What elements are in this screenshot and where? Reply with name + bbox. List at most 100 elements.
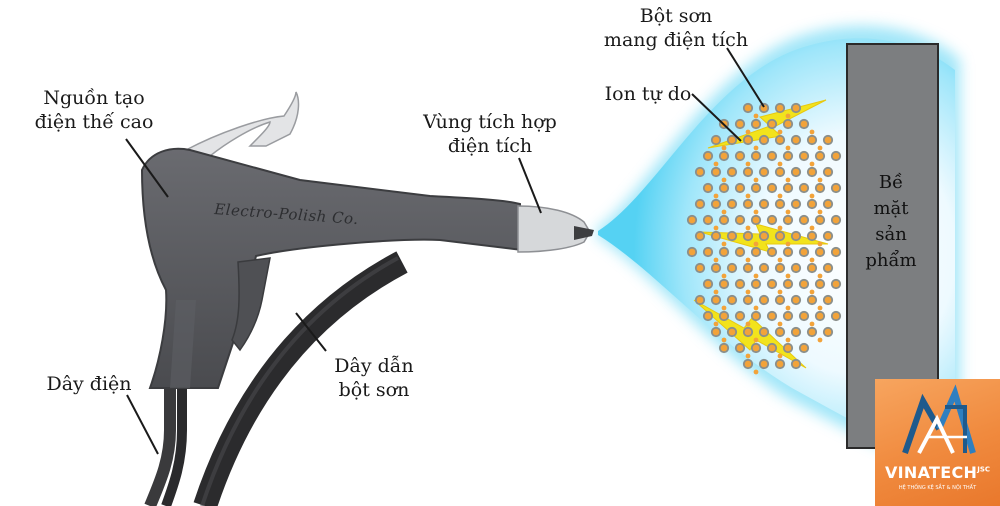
free-ion xyxy=(777,193,783,199)
powder-particle xyxy=(750,246,762,258)
powder-particle xyxy=(742,198,754,210)
powder-particle xyxy=(774,230,786,242)
free-ion xyxy=(809,161,815,167)
powder-particle xyxy=(694,262,706,274)
powder-particle xyxy=(774,294,786,306)
powder-particle xyxy=(830,182,842,194)
powder-particle xyxy=(774,134,786,146)
powder-particle xyxy=(806,230,818,242)
free-ion xyxy=(809,289,815,295)
powder-particle xyxy=(806,262,818,274)
powder-particle xyxy=(750,278,762,290)
powder-particle xyxy=(782,310,794,322)
free-ion xyxy=(777,321,783,327)
powder-particle xyxy=(750,342,762,354)
powder-particle xyxy=(726,166,738,178)
powder-particle xyxy=(718,214,730,226)
powder-particle xyxy=(726,198,738,210)
powder-particle xyxy=(758,166,770,178)
vinatech-logo: VINATECHJSC HỆ THỐNG KỆ SẮT & NỘI THẤT xyxy=(875,379,1000,506)
powder-particle xyxy=(702,246,714,258)
powder-particle xyxy=(710,134,722,146)
powder-particle xyxy=(750,118,762,130)
free-ion xyxy=(721,145,727,151)
free-ion xyxy=(777,225,783,231)
powder-particle xyxy=(798,246,810,258)
free-ion xyxy=(713,225,719,231)
powder-particle xyxy=(790,198,802,210)
free-ion xyxy=(785,145,791,151)
free-ion xyxy=(785,209,791,215)
powder-particle xyxy=(710,326,722,338)
powder-particle xyxy=(814,278,826,290)
powder-particle xyxy=(798,310,810,322)
powder-particle xyxy=(814,182,826,194)
powder-particle xyxy=(766,246,778,258)
powder-particle xyxy=(782,342,794,354)
powder-particles xyxy=(686,102,842,370)
free-ion xyxy=(809,321,815,327)
powder-particle xyxy=(718,182,730,194)
powder-particle xyxy=(758,326,770,338)
free-ion xyxy=(745,193,751,199)
free-ion xyxy=(785,337,791,343)
powder-particle xyxy=(734,310,746,322)
powder-particle xyxy=(758,358,770,370)
free-ion xyxy=(721,305,727,311)
powder-particle xyxy=(742,262,754,274)
powder-particle xyxy=(702,278,714,290)
power-cord xyxy=(144,386,187,506)
free-ion xyxy=(753,145,759,151)
powder-particle xyxy=(742,102,754,114)
powder-particle xyxy=(806,134,818,146)
powder-particle xyxy=(710,166,722,178)
powder-particle xyxy=(750,182,762,194)
powder-particle xyxy=(734,278,746,290)
powder-particle xyxy=(718,310,730,322)
powder-particle xyxy=(822,166,834,178)
free-ion xyxy=(713,161,719,167)
logo-tagline: HỆ THỐNG KỆ SẮT & NỘI THẤT xyxy=(898,485,977,491)
powder-particle xyxy=(790,230,802,242)
powder-particle xyxy=(710,230,722,242)
powder-particle xyxy=(798,278,810,290)
free-ion xyxy=(721,273,727,279)
powder-particle xyxy=(798,342,810,354)
powder-particle xyxy=(806,166,818,178)
powder-particle xyxy=(750,214,762,226)
leader-lines xyxy=(125,47,765,455)
powder-particle xyxy=(702,310,714,322)
powder-particle xyxy=(734,342,746,354)
powder-particle xyxy=(790,326,802,338)
free-ion xyxy=(817,177,823,183)
powder-particle xyxy=(822,326,834,338)
free-ion xyxy=(753,305,759,311)
powder-particle xyxy=(742,326,754,338)
powder-particle xyxy=(774,198,786,210)
powder-particle xyxy=(742,166,754,178)
powder-particle xyxy=(734,150,746,162)
powder-particle xyxy=(822,230,834,242)
powder-particle xyxy=(814,310,826,322)
free-ion xyxy=(713,321,719,327)
powder-particle xyxy=(790,134,802,146)
powder-particle xyxy=(758,102,770,114)
powder-particle xyxy=(694,294,706,306)
free-ion xyxy=(785,273,791,279)
powder-particle xyxy=(830,278,842,290)
powder-particle xyxy=(686,214,698,226)
powder-particle xyxy=(734,214,746,226)
powder-particle xyxy=(742,134,754,146)
powder-particle xyxy=(758,230,770,242)
powder-particle xyxy=(798,182,810,194)
label-powder-hose: Dây dẫn bột sơn xyxy=(334,355,414,401)
label-product-surface: Bề mặt sản phẩm xyxy=(865,172,917,271)
free-ion xyxy=(777,289,783,295)
free-ion xyxy=(817,305,823,311)
powder-particle xyxy=(782,150,794,162)
powder-particle xyxy=(806,326,818,338)
free-ion xyxy=(777,129,783,135)
powder-particle xyxy=(814,150,826,162)
free-ion xyxy=(753,337,759,343)
powder-particle xyxy=(702,214,714,226)
